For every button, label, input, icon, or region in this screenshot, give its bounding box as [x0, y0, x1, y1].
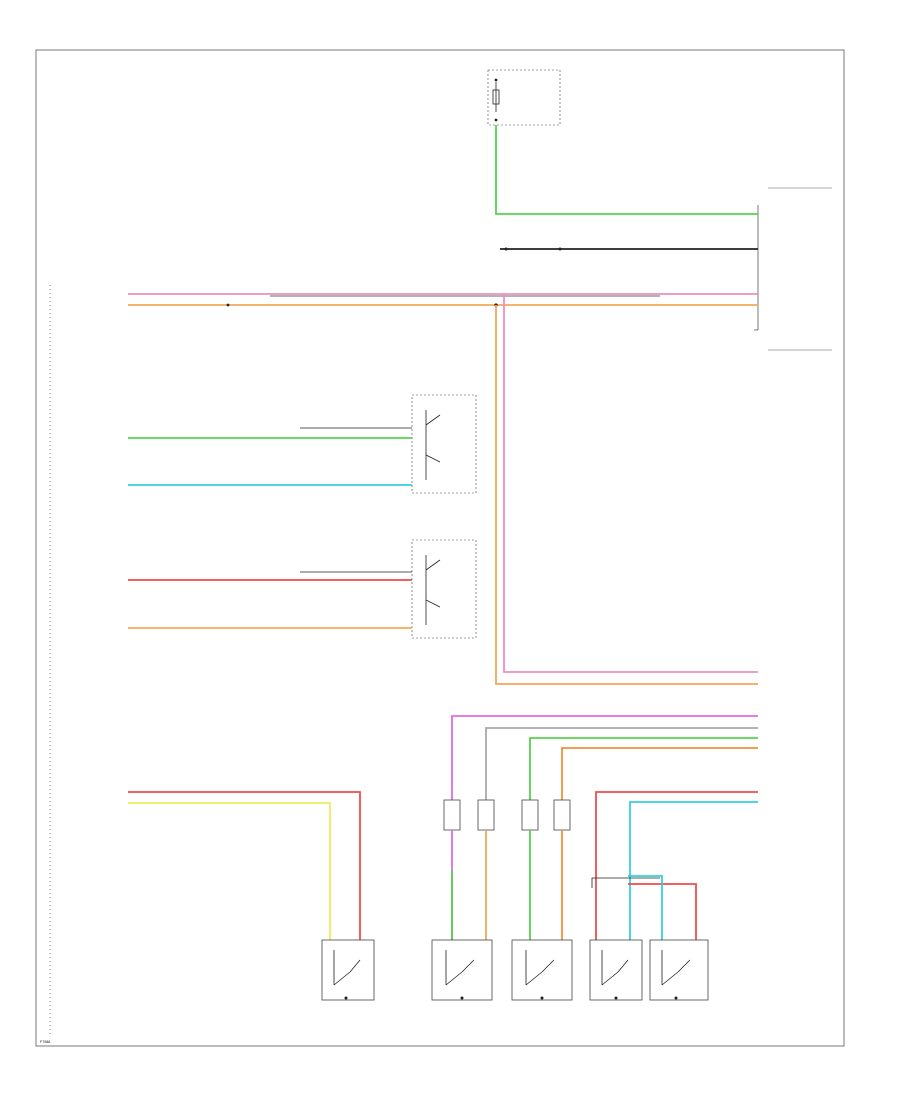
wire-black-relay — [591, 877, 660, 888]
motor-icon — [511, 939, 573, 1001]
switch-icon — [425, 555, 441, 625]
wire-orange-vertical — [495, 305, 758, 685]
wire-grey-bottom — [485, 727, 758, 800]
right-switch-box — [411, 539, 477, 639]
wire-red-relay — [628, 883, 697, 940]
switch-icon — [425, 410, 441, 480]
left-switch-box — [411, 394, 477, 494]
splice-icon — [558, 247, 562, 251]
splice-icon — [226, 303, 230, 307]
relay-icon — [553, 799, 571, 831]
wire-red-left-motor — [128, 791, 361, 940]
wire-red-lower-right — [595, 791, 758, 940]
wire-green-top — [495, 125, 758, 215]
connector-icon — [754, 205, 759, 331]
footer-code: F7988 — [40, 1040, 50, 1044]
wire-violet-bottom — [451, 715, 758, 800]
relay-icon — [477, 799, 495, 831]
wire-cyan-lower-right — [629, 801, 758, 940]
wire-cyan-relay — [628, 875, 663, 940]
motor-icon — [321, 939, 375, 1001]
fuse-icon — [492, 82, 500, 112]
wire-orange-bottom — [561, 747, 758, 800]
splice-icon — [504, 247, 508, 251]
relay-icon — [521, 799, 539, 831]
wire-pink-vertical — [503, 294, 758, 673]
motor-icon — [649, 939, 709, 1001]
splice-icon — [494, 78, 498, 122]
fuse-block-box — [487, 69, 561, 126]
motor-icon — [431, 939, 493, 1001]
wire-green-bottom — [529, 737, 758, 800]
motor-icon — [589, 939, 643, 1001]
wire-yellow-left-motor — [128, 802, 331, 940]
relay-icon — [443, 799, 461, 831]
diagram-frame — [35, 49, 845, 1047]
